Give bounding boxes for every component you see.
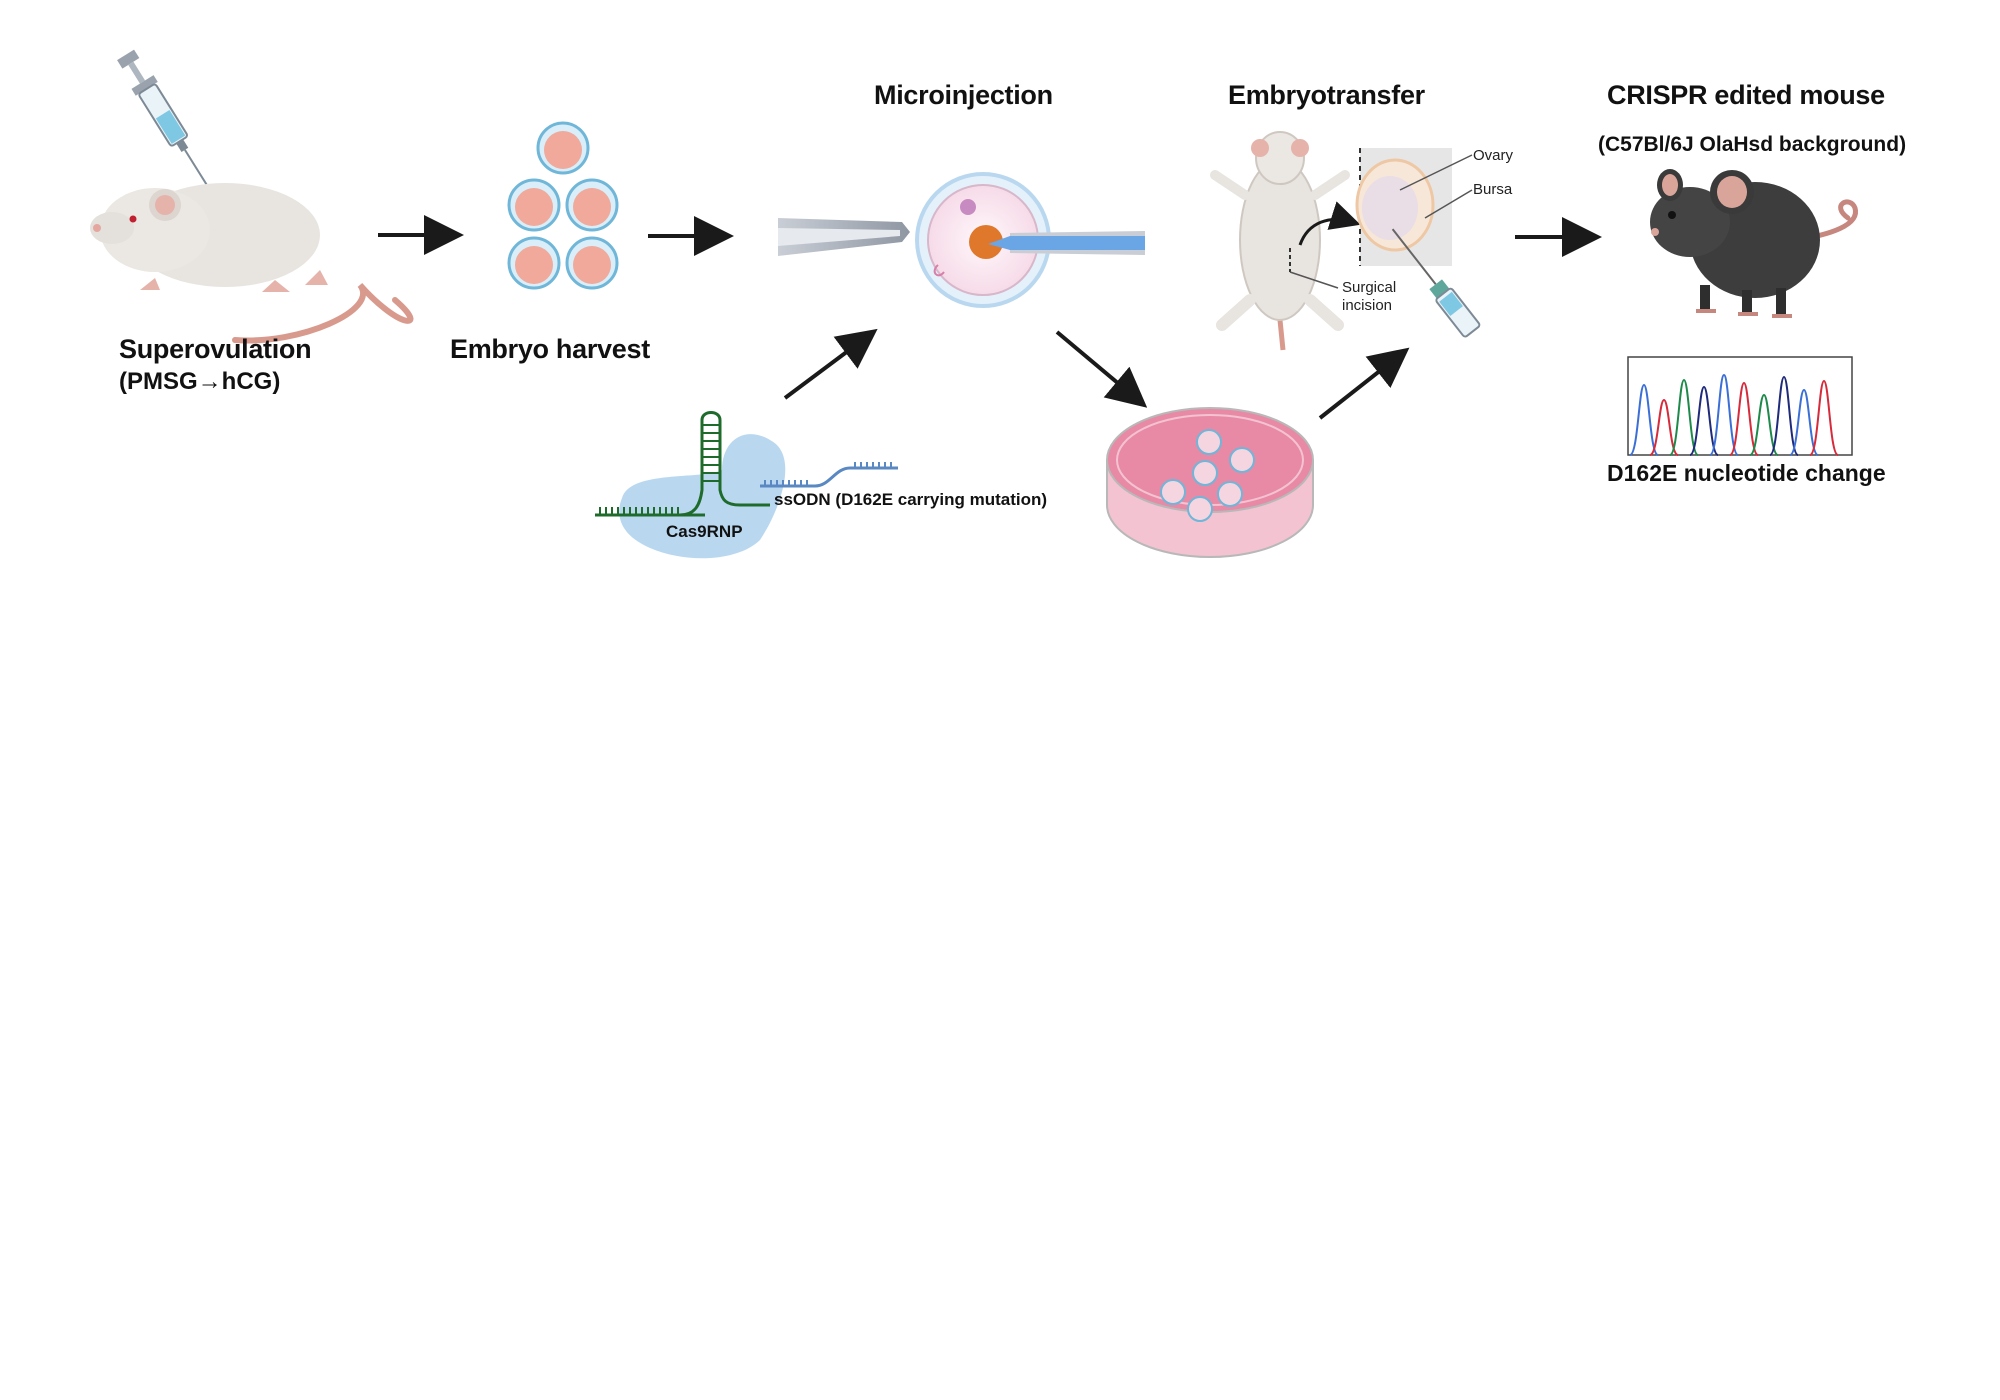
step-subtitle-superovulation: (PMSG→hCG) bbox=[119, 368, 281, 395]
holding-pipette-icon bbox=[778, 218, 910, 256]
black-mouse-icon bbox=[1650, 169, 1858, 318]
chromatogram-peak bbox=[1689, 385, 1719, 456]
sequencing-label: D162E nucleotide change bbox=[1607, 460, 1886, 486]
chromatogram-peak bbox=[1809, 379, 1839, 456]
chromatogram-peak bbox=[1729, 381, 1759, 456]
cas9-rnp-icon bbox=[595, 411, 786, 559]
arrow-reagent-to-injection bbox=[783, 328, 878, 400]
chromatogram-peak bbox=[1749, 393, 1779, 456]
syringe-icon bbox=[117, 49, 212, 192]
step-subtitle-crispr-mouse: (C57Bl/6J OlaHsd background) bbox=[1598, 133, 1907, 156]
chromatogram-peak bbox=[1769, 375, 1799, 456]
step-title-crispr-mouse: CRISPR edited mouse bbox=[1607, 80, 1885, 110]
chromatogram-peak bbox=[1789, 388, 1819, 456]
ssodn-label: ssODN (D162E carrying mutation) bbox=[774, 490, 1048, 509]
ovary-label: Ovary bbox=[1473, 147, 1514, 164]
step-title-embryo-harvest: Embryo harvest bbox=[450, 334, 650, 364]
surgery-mouse-icon bbox=[1210, 131, 1361, 351]
chromatogram-peak bbox=[1629, 383, 1659, 456]
chromatogram-peak bbox=[1649, 398, 1679, 456]
incision-label-line2: incision bbox=[1342, 297, 1393, 314]
cas9-label: Cas9RNP bbox=[666, 522, 743, 541]
zygote-icon bbox=[915, 172, 1051, 308]
petri-dish-icon bbox=[1106, 407, 1314, 558]
arrow-dish-to-transfer bbox=[1318, 347, 1410, 420]
transfer-needle-icon bbox=[1391, 228, 1481, 338]
chromatogram-peak bbox=[1709, 373, 1739, 456]
step-title-embryotransfer: Embryotransfer bbox=[1228, 80, 1425, 110]
chromatogram-peaks bbox=[1629, 373, 1839, 456]
step-title-microinjection: Microinjection bbox=[874, 80, 1053, 110]
chromatogram-peak bbox=[1669, 378, 1699, 456]
bursa-label: Bursa bbox=[1473, 181, 1513, 198]
white-mouse-icon bbox=[90, 183, 414, 344]
ssodn-strand-icon bbox=[760, 462, 898, 488]
incision-label-line1: Surgical bbox=[1342, 279, 1397, 296]
arrow-injection-to-dish bbox=[1055, 330, 1148, 408]
injection-needle-icon bbox=[988, 231, 1145, 255]
step-title-superovulation: Superovulation bbox=[119, 334, 312, 364]
chromatogram bbox=[1627, 356, 1853, 456]
embryos-icon bbox=[507, 121, 619, 290]
